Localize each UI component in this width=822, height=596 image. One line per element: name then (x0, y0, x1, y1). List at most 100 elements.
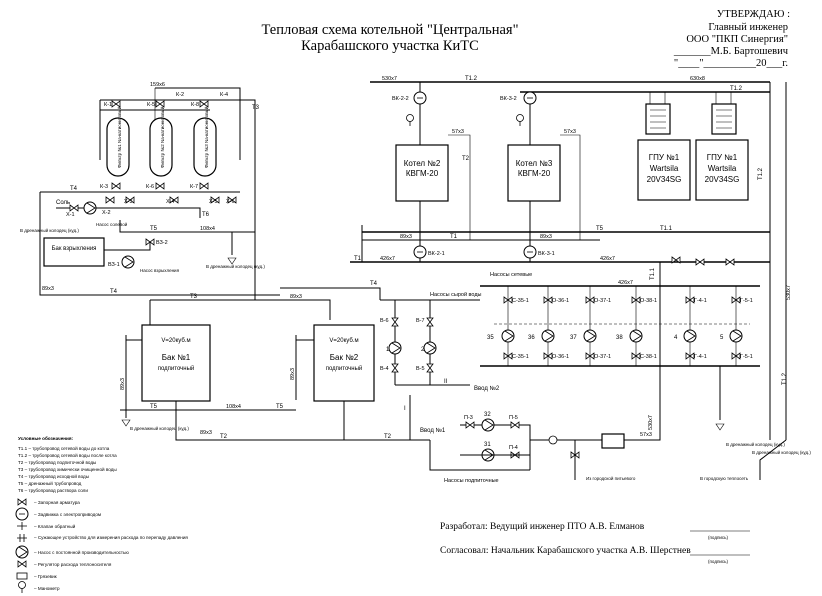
pipe-upper-header (155, 87, 241, 160)
salt-pump[interactable] (83, 201, 97, 215)
label-vk21: ВК-2-1 (428, 251, 445, 257)
valve-vk22[interactable] (413, 91, 427, 105)
label-o37-1: О-37-1 (594, 298, 611, 304)
legend-heading: Условные обозначения: (18, 435, 74, 441)
legend-item-11: – Насос с постоянной производительностью (34, 549, 129, 555)
boiler-2 (395, 144, 449, 202)
legend-gauge-icon (18, 581, 26, 594)
pipe-to-city (759, 439, 787, 480)
gauge-b3 (516, 114, 524, 127)
filter-3 (193, 117, 217, 177)
size-89-b: 89х3 (400, 234, 412, 240)
boiler-3-name: Котел №3 (516, 159, 553, 168)
gpu2-cooler (711, 103, 737, 135)
valve-k8[interactable] (199, 100, 209, 108)
pump-5[interactable] (729, 329, 743, 343)
from-water: Из городской питьевого (586, 475, 636, 481)
num-1: 1 (386, 347, 390, 353)
valve-k7[interactable] (199, 182, 209, 190)
legend-item-0: Т1.1 – трубопровод сетевой воды до котла (18, 445, 110, 451)
valve-p3[interactable] (465, 421, 475, 429)
boiler-2-model: КВГМ-20 (406, 169, 439, 178)
size-89-c: 89х3 (540, 234, 552, 240)
pipe-feed-loop (429, 440, 530, 471)
label-k2: К-2 (176, 92, 184, 98)
sign-2: (подпись) (708, 559, 729, 564)
size-530-a: 530х7 (382, 76, 397, 82)
tank-1-type: подпиточный (158, 365, 195, 372)
pump-1[interactable] (388, 341, 402, 355)
size-108-a: 108х4 (200, 226, 215, 232)
gpu1-cooler (645, 103, 671, 135)
valve-b6[interactable] (391, 317, 399, 327)
feed-pumps-label: Насосы подпиточные (444, 478, 499, 484)
legend-orifice-icon (17, 534, 27, 542)
tank-1-name: Бак №1 (162, 353, 191, 362)
label-t1: Т1 (354, 256, 362, 262)
label-t4-a: Т4 (70, 186, 78, 192)
label-t3: Т3 (252, 105, 260, 111)
gpu1-pipes (649, 92, 666, 104)
boiler-3 (507, 144, 561, 202)
tank-1-vol: V=20куб.м (161, 338, 190, 344)
pump-36[interactable] (541, 329, 555, 343)
gpu-1b-l1: ГПУ №1 (707, 153, 738, 162)
valve-p5[interactable] (510, 421, 520, 429)
valve-k6[interactable] (155, 182, 165, 190)
label-t11: Т1.1 (660, 226, 673, 232)
loosen-pump[interactable] (121, 255, 135, 269)
valve-k5[interactable] (155, 100, 165, 108)
pump-2[interactable] (423, 341, 437, 355)
label-t5-a: Т5 (150, 226, 158, 232)
gpu2-pipes (715, 92, 732, 104)
valve-k3[interactable] (111, 182, 121, 190)
pump-32[interactable] (481, 418, 495, 432)
boiler-3-model: КВГМ-20 (518, 169, 551, 178)
label-b7: В-7 (416, 318, 425, 324)
pump-35[interactable] (501, 329, 515, 343)
pipe-tank1-ovf (125, 335, 142, 400)
drain-5: В дренажный колодец (куд.) (752, 449, 811, 455)
valve-vk21[interactable] (413, 245, 427, 259)
valve-vk31[interactable] (523, 245, 537, 259)
num-35: 35 (487, 335, 494, 341)
label-t12-v: Т1.2 (758, 167, 764, 180)
label-vk32: ВК-3-2 (500, 96, 517, 102)
valve-k1[interactable] (111, 100, 121, 108)
size-89-e: 89х3 (120, 378, 126, 390)
label-vk31: ВК-3-1 (538, 251, 555, 257)
tank-2-vol: V=20куб.м (329, 338, 358, 344)
pump-37[interactable] (583, 329, 597, 343)
label-t5-d: Т5 (276, 404, 284, 410)
num-4: 4 (674, 335, 678, 341)
approval-l2: Главный инженер (708, 22, 788, 33)
valve-b4[interactable] (391, 363, 399, 373)
valve-b7[interactable] (426, 317, 434, 327)
label-II: II (444, 379, 448, 385)
label-c35-2: С-35-1 (512, 354, 529, 360)
boiler-2-name: Котел №2 (404, 159, 441, 168)
valve-reg-b[interactable] (695, 258, 705, 266)
pipe-b3-side (560, 134, 581, 240)
raw-pumps-label: Насосы сырой воды (430, 291, 482, 298)
pump-4[interactable] (683, 329, 697, 343)
filter-2 (149, 117, 173, 177)
label-k6: К-6 (146, 184, 154, 190)
pipe-raw-pumps (394, 300, 431, 385)
size-108-b: 108х4 (226, 404, 241, 410)
size-530-v: 530х7 (786, 285, 792, 300)
valve-x2[interactable] (105, 196, 115, 204)
valve-vk32[interactable] (523, 91, 537, 105)
filter-1 (106, 117, 130, 177)
legend-item-14: – Манометр (34, 586, 60, 591)
pipe-loosen (104, 242, 151, 251)
drain-symbol-net (715, 423, 725, 431)
valve-b5[interactable] (426, 363, 434, 373)
valve-x1[interactable] (69, 204, 79, 212)
pipe-t3-tanks (150, 299, 331, 320)
approval-l1: УТВЕРЖДАЮ : (717, 9, 790, 20)
valve-reg-c[interactable] (725, 258, 735, 266)
num-37: 37 (570, 335, 577, 341)
pump-38[interactable] (629, 329, 643, 343)
